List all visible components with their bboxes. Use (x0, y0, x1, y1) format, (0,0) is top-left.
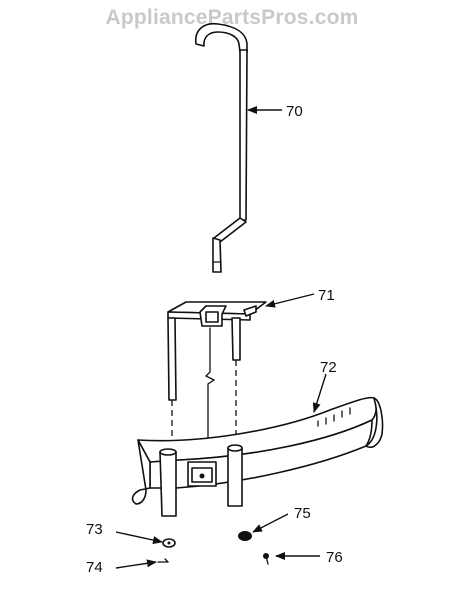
callout-71: 71 (318, 287, 335, 304)
part-75-nut[interactable] (238, 531, 252, 541)
part-70-hook-rod[interactable] (194, 22, 248, 273)
leader-74 (115, 559, 157, 569)
part-74-pin[interactable] (157, 558, 169, 563)
watermark-text: AppliancePartsPros.com (105, 6, 359, 29)
leader-71 (265, 293, 315, 308)
callout-74: 74 (86, 559, 103, 576)
leader-75 (252, 513, 289, 533)
callout-75: 75 (294, 505, 311, 522)
part-72-curved-housing[interactable] (131, 396, 384, 517)
part-73-washer[interactable] (162, 538, 176, 548)
spring-link-line (204, 327, 216, 461)
callout-72: 72 (320, 359, 337, 376)
callout-73: 73 (86, 521, 103, 538)
part-71-bracket[interactable] (167, 301, 267, 401)
callout-70: 70 (286, 103, 303, 120)
leader-73 (115, 531, 163, 544)
part-76-screw[interactable] (263, 553, 269, 565)
leader-72 (312, 373, 327, 413)
callout-76: 76 (326, 549, 343, 566)
